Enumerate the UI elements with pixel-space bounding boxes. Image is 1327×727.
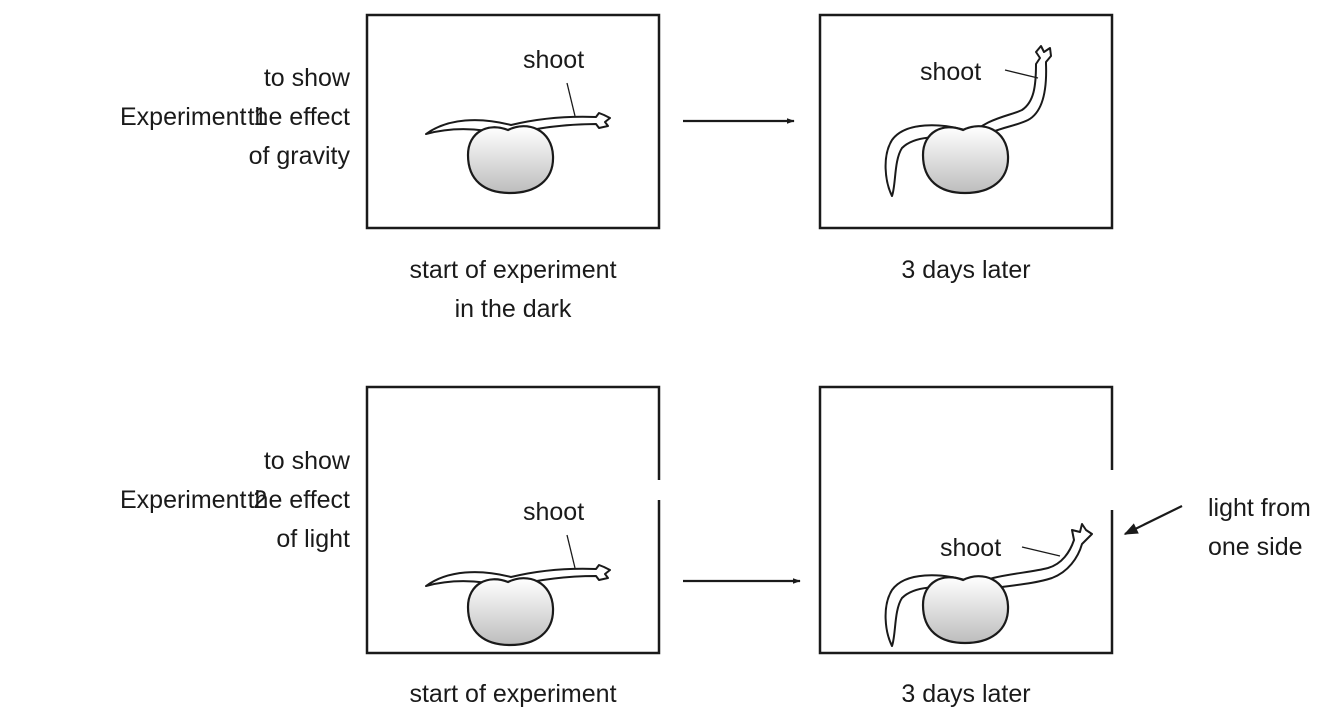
shoot-leader-line [1021,546,1061,557]
seed [921,575,1010,645]
shoot-label: shoot [920,58,981,86]
experiment-1-purpose: to show the effect of gravity [248,64,351,170]
shoot-label-group: shoot [920,58,1039,86]
experiment-2: Experiment 2 to show the effect of light… [120,385,1311,708]
seedling-shoot-up [884,45,1052,197]
experiment-2-start-panel: shoot [365,385,661,655]
purpose-line-3: of gravity [249,142,351,170]
shoot-leader-line [1004,69,1039,79]
panel-frame-with-opening [818,385,1114,655]
shoot-label: shoot [523,46,584,74]
seedling-horizontal [425,112,611,195]
experiment-1-end-panel: shoot [818,13,1114,230]
purpose-line-1: to show [264,64,351,92]
seed [466,577,555,647]
light-label-line-2: one side [1208,533,1303,561]
panel-frame [818,13,1114,230]
shoot-label-group: shoot [523,498,584,569]
seedling-shoot-up [967,45,1052,143]
shoot-label: shoot [940,534,1001,562]
light-direction-arrow [1123,505,1183,535]
purpose-line-2: the effect [248,103,350,131]
shoot-label: shoot [523,498,584,526]
panel-frame-with-opening [365,385,661,655]
seed [921,125,1010,195]
experiment-1-start-panel: shoot [365,13,661,230]
experiment-2-purpose: to show the effect of light [248,447,351,553]
start-caption-line-1: start of experiment [409,680,616,708]
end-caption: 3 days later [901,680,1030,708]
seedling-root-down [884,124,973,197]
shoot-leader-line [566,82,576,117]
purpose-line-1: to show [264,447,351,475]
shoot-leader-line [566,534,576,569]
end-caption: 3 days later [901,256,1030,284]
experiment-1-title: Experiment 1 [120,103,267,131]
light-label-line-1: light from [1208,494,1311,522]
start-caption-line-1: start of experiment [409,256,616,284]
seedling-shoot-toward-light [884,523,1093,647]
experiment-2-title: Experiment 2 [120,486,267,514]
panel-frame [365,13,661,230]
experiment-2-end-panel: shoot [818,385,1114,655]
shoot-label-group: shoot [523,46,584,117]
start-caption-line-2: in the dark [455,295,572,323]
shoot-label-group: shoot [940,534,1061,562]
purpose-line-2: the effect [248,486,350,514]
experiment-1: Experiment 1 to show the effect of gravi… [120,13,1114,323]
seed [466,125,555,195]
seedling-root-down [884,574,973,647]
purpose-line-3: of light [276,525,350,553]
seedling-horizontal [425,564,611,647]
